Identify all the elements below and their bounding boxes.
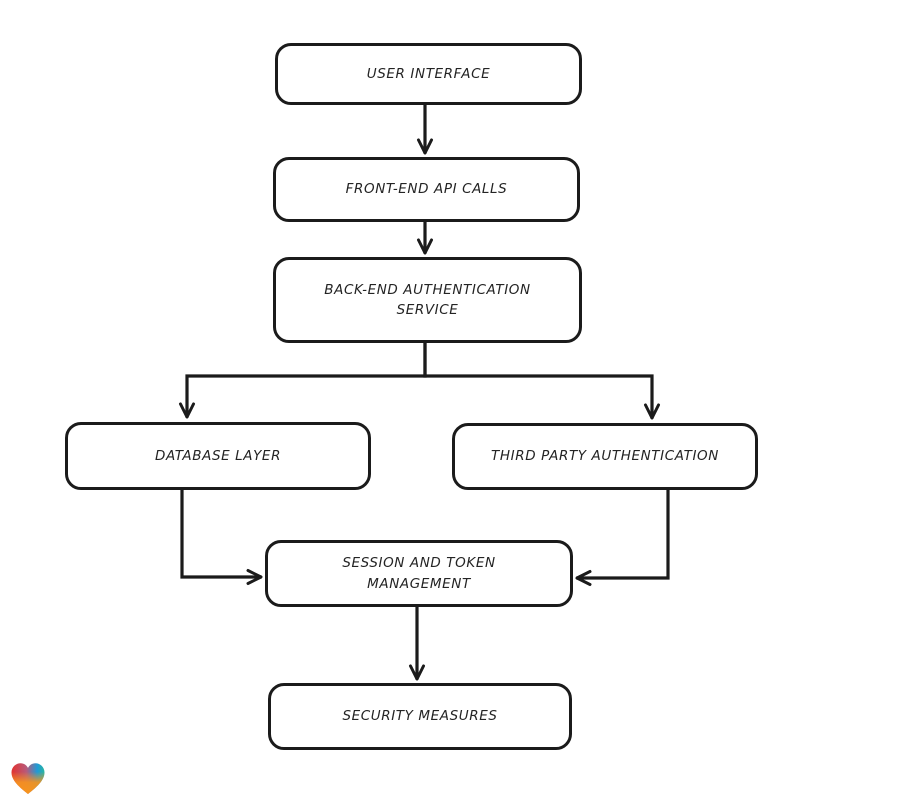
edge-third-party-to-session (575, 488, 670, 586)
node-session-and-token-management: SESSION AND TOKEN MANAGEMENT (265, 540, 573, 607)
node-user-interface-label: USER INTERFACE (366, 65, 491, 82)
heart-gradient-logo-icon (11, 763, 45, 794)
node-front-end-api-calls: FRONT-END API CALLS (273, 157, 580, 222)
node-session-and-token-management-label: SESSION AND TOKEN MANAGEMENT (342, 555, 496, 592)
edge-back-end-to-third-party (423, 341, 660, 420)
node-third-party-authentication: THIRD PARTY AUTHENTICATION (452, 423, 758, 490)
node-user-interface: USER INTERFACE (275, 43, 582, 105)
node-database-layer-label: DATABASE LAYER (154, 447, 282, 464)
node-database-layer: DATABASE LAYER (65, 422, 371, 490)
edge-database-to-session (180, 488, 263, 585)
node-back-end-authentication-service: BACK-END AUTHENTICATION SERVICE (273, 257, 582, 343)
node-security-measures: SECURITY MEASURES (268, 683, 572, 750)
node-security-measures-label: SECURITY MEASURES (342, 708, 498, 725)
node-back-end-authentication-service-label: BACK-END AUTHENTICATION SERVICE (324, 281, 531, 318)
edge-back-end-to-database (179, 341, 427, 419)
node-third-party-authentication-label: THIRD PARTY AUTHENTICATION (491, 448, 719, 465)
node-front-end-api-calls-label: FRONT-END API CALLS (345, 181, 508, 198)
